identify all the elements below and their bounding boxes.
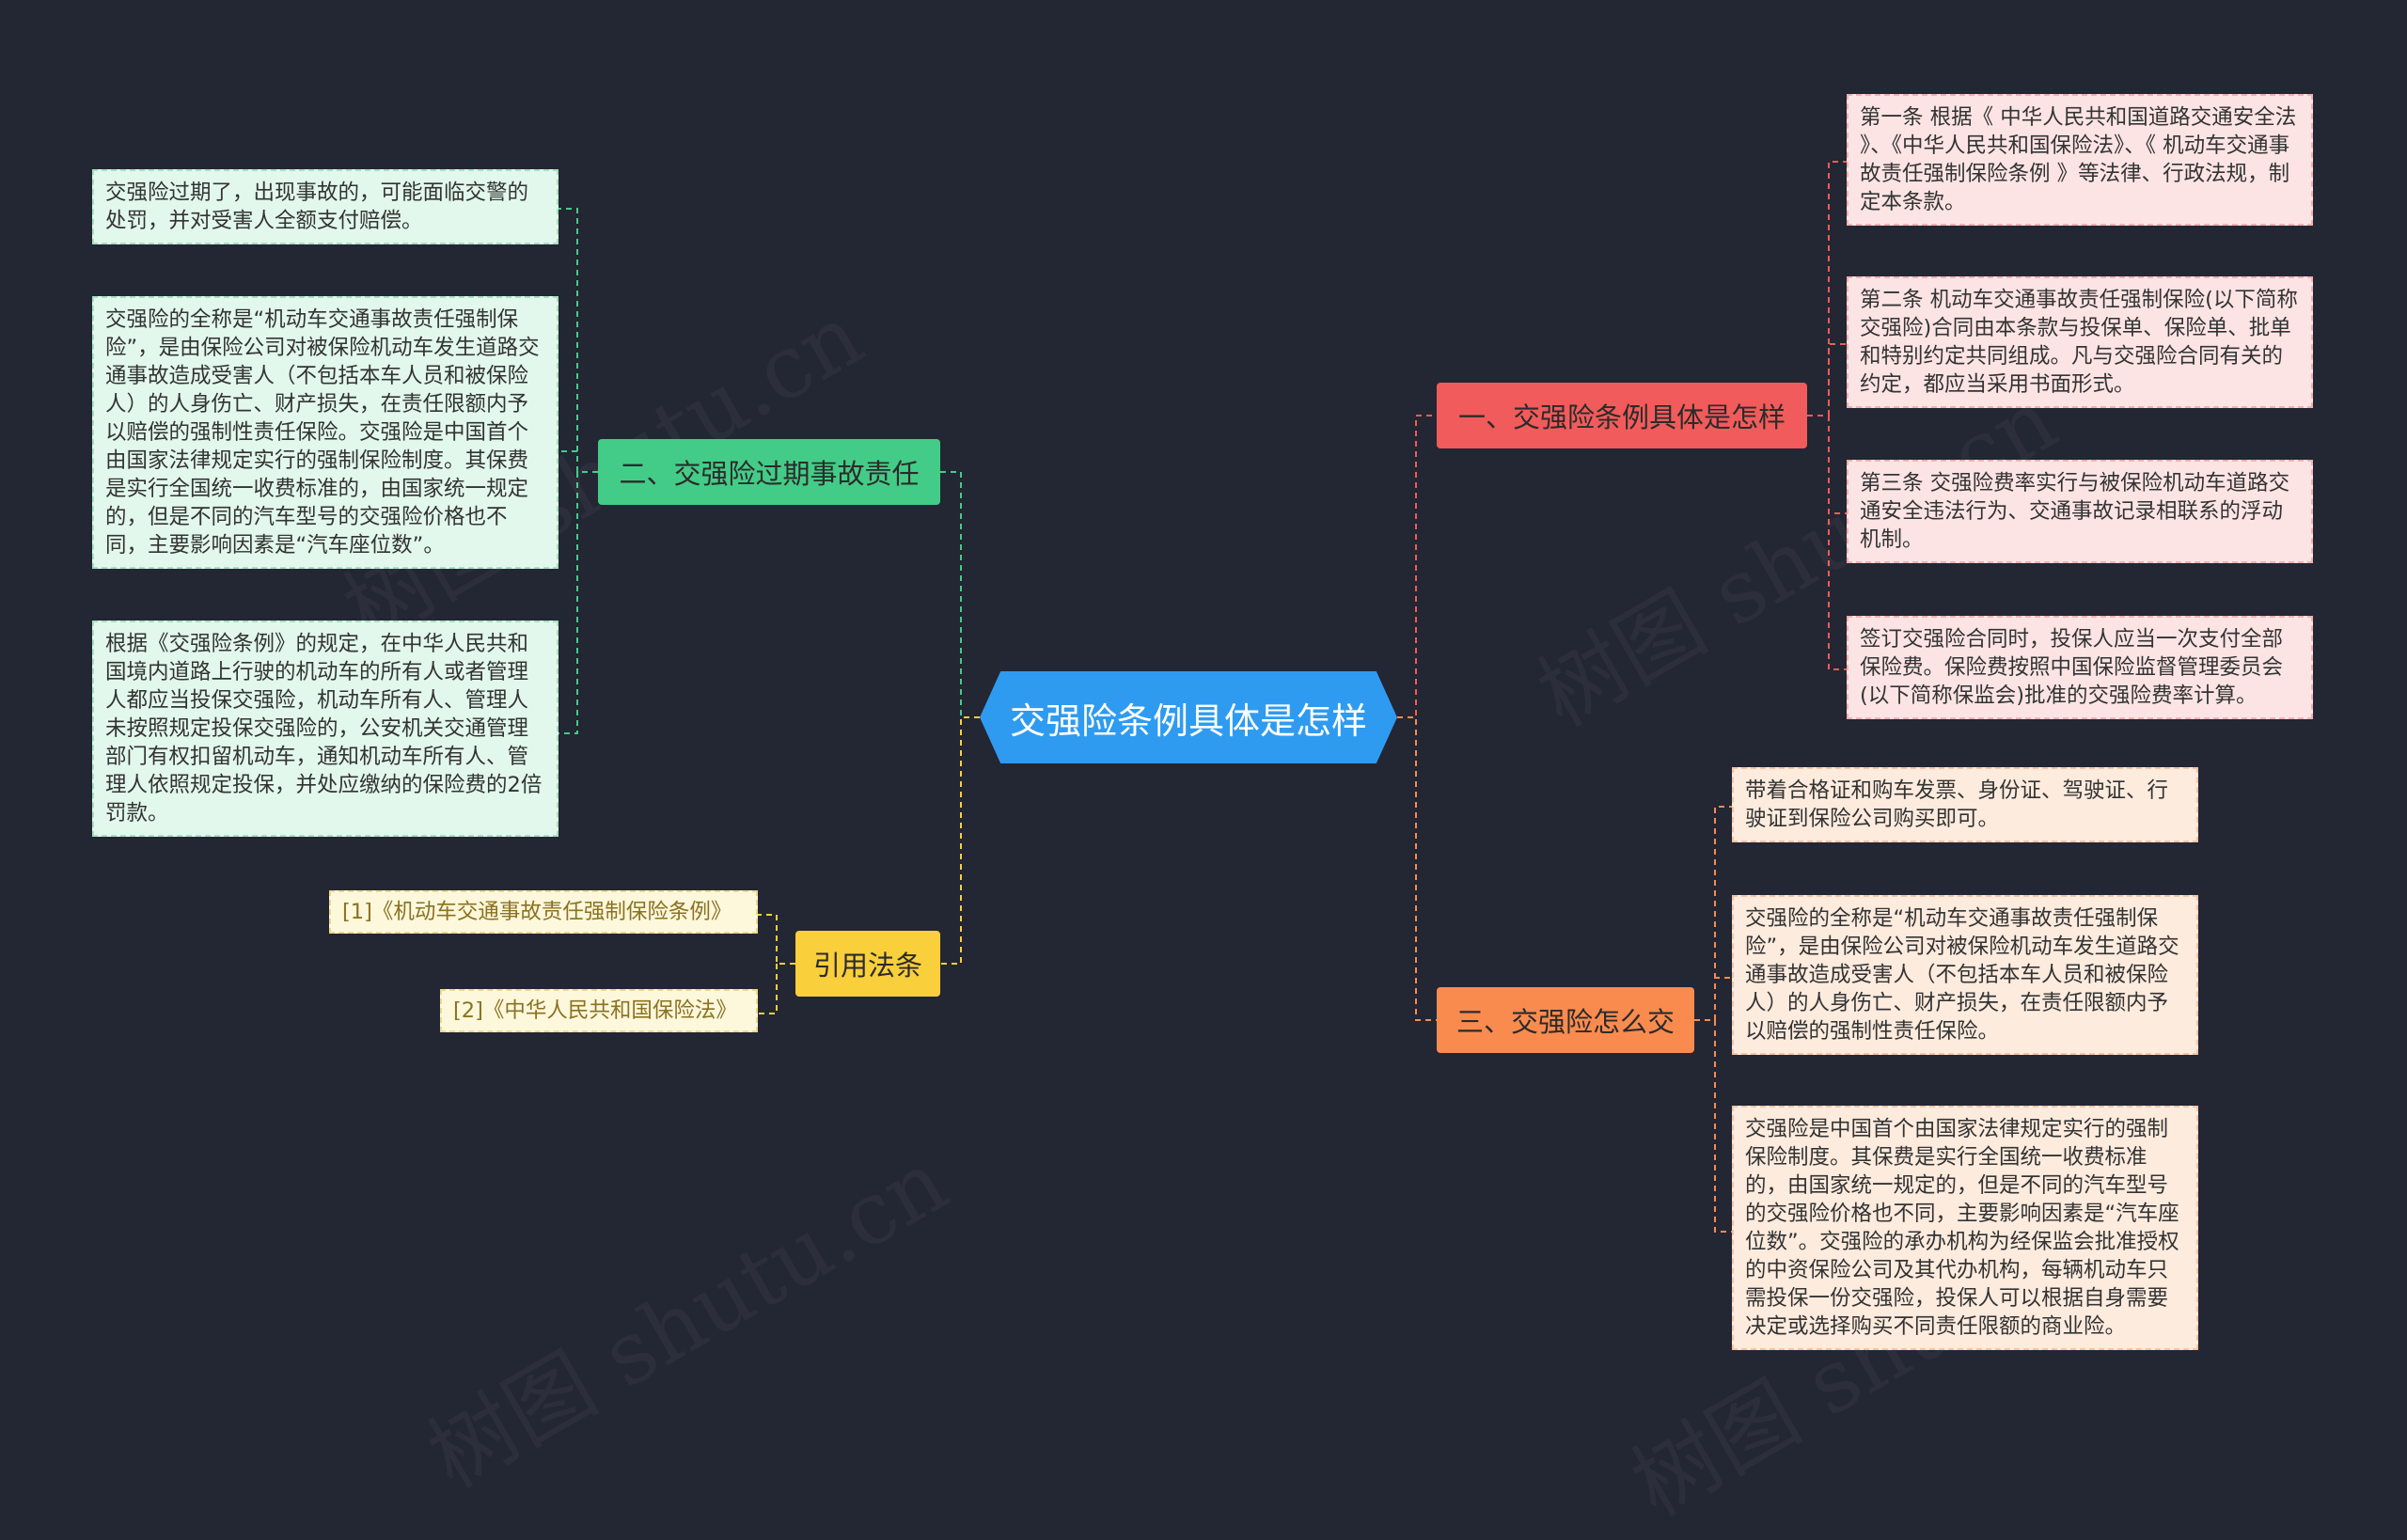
leaf-law-reference-1[interactable]: [1]《机动车交通事故责任强制保险条例》 bbox=[329, 890, 758, 934]
connector-lines bbox=[558, 161, 1847, 1233]
leaf-article-3[interactable]: 第三条 交强险费率实行与被保险机动车道路交通安全违法行为、交通事故记录相联系的浮… bbox=[1847, 460, 2313, 563]
leaf-system-overview[interactable]: 交强险是中国首个由国家法律规定实行的强制保险制度。其保费是实行全国统一收费标准的… bbox=[1732, 1106, 2198, 1350]
leaf-purchase-documents[interactable]: 带着合格证和购车发票、身份证、驾驶证、行驶证到保险公司购买即可。 bbox=[1732, 767, 2198, 842]
leaf-regulation-rules[interactable]: 根据《交强险条例》的规定，在中华人民共和国境内道路上行驶的机动车的所有人或者管理… bbox=[92, 621, 558, 837]
leaf-expired-penalty[interactable]: 交强险过期了，出现事故的，可能面临交警的处罚，并对受害人全额支付赔偿。 bbox=[92, 169, 558, 244]
leaf-article-2[interactable]: 第二条 机动车交通事故责任强制保险(以下简称交强险)合同由本条款与投保单、保险单… bbox=[1847, 276, 2313, 408]
branch-how-to-pay[interactable]: 三、交强险怎么交 bbox=[1437, 987, 1694, 1053]
branch-cited-laws[interactable]: 引用法条 bbox=[795, 931, 940, 997]
root-topic[interactable]: 交强险条例具体是怎样 bbox=[980, 671, 1397, 763]
branch-regulation-details[interactable]: 一、交强险条例具体是怎样 bbox=[1437, 383, 1807, 448]
leaf-law-reference-2[interactable]: [2]《中华人民共和国保险法》 bbox=[440, 989, 758, 1032]
leaf-article-1[interactable]: 第一条 根据《 中华人民共和国道路交通安全法 》、《中华人民共和国保险法》、《 … bbox=[1847, 94, 2313, 226]
branch-expired-liability[interactable]: 二、交强险过期事故责任 bbox=[598, 439, 940, 505]
leaf-definition[interactable]: 交强险的全称是“机动车交通事故责任强制保险”，是由保险公司对被保险机动车发生道路… bbox=[1732, 895, 2198, 1055]
leaf-full-name-definition[interactable]: 交强险的全称是“机动车交通事故责任强制保险”，是由保险公司对被保险机动车发生道路… bbox=[92, 296, 558, 569]
leaf-premium-payment[interactable]: 签订交强险合同时，投保人应当一次支付全部保险费。保险费按照中国保险监督管理委员会… bbox=[1847, 616, 2313, 719]
